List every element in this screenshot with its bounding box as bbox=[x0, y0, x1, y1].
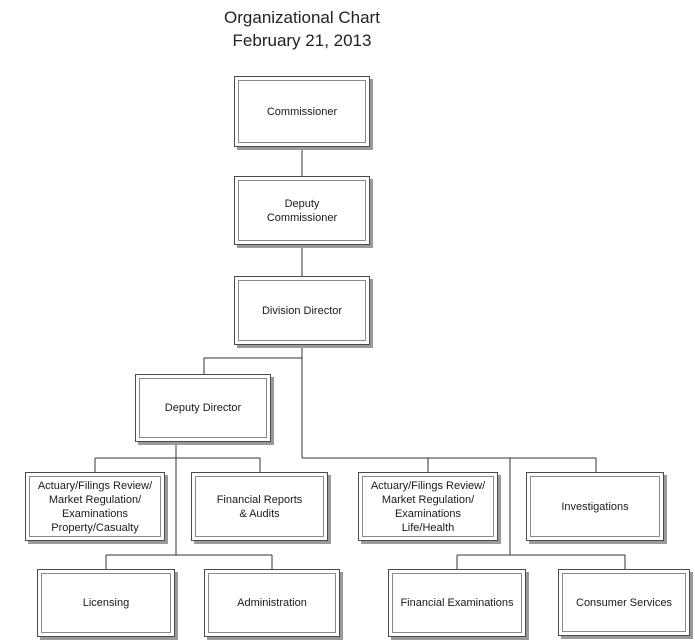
financial-reports-label: Financial Reports & Audits bbox=[216, 493, 303, 520]
consumer-services-label: Consumer Services bbox=[576, 596, 672, 609]
financial-examinations-box: Financial Examinations bbox=[388, 569, 526, 637]
actuary-property-casualty-label: Actuary/Filings Review/ Market Regulatio… bbox=[37, 479, 153, 534]
actuary-property-casualty-box: Actuary/Filings Review/ Market Regulatio… bbox=[25, 472, 165, 541]
deputy-director-box: Deputy Director bbox=[135, 374, 271, 442]
deputy-commissioner-box: Deputy Commissioner bbox=[234, 176, 370, 245]
consumer-services-box: Consumer Services bbox=[558, 569, 690, 636]
chart-title: Organizational Chart bbox=[224, 8, 380, 27]
licensing-box: Licensing bbox=[37, 569, 175, 637]
division-director-box: Division Director bbox=[234, 276, 370, 345]
actuary-life-health-box: Actuary/Filings Review/ Market Regulatio… bbox=[358, 472, 498, 541]
deputy-director-label: Deputy Director bbox=[164, 402, 242, 414]
commissioner-box: Commissioner bbox=[234, 76, 370, 147]
deputy-commissioner-label: Deputy Commissioner bbox=[266, 197, 338, 224]
commissioner-label: Commissioner bbox=[266, 105, 338, 118]
investigations-label: Investigations bbox=[561, 500, 629, 513]
licensing-label: Licensing bbox=[82, 597, 130, 609]
actuary-life-health-label: Actuary/Filings Review/ Market Regulatio… bbox=[370, 479, 486, 534]
investigations-box: Investigations bbox=[526, 472, 664, 541]
administration-box: Administration bbox=[204, 569, 340, 637]
division-director-label: Division Director bbox=[261, 304, 343, 317]
chart-date: February 21, 2013 bbox=[232, 31, 372, 50]
administration-label: Administration bbox=[237, 597, 307, 609]
financial-reports-box: Financial Reports & Audits bbox=[191, 472, 328, 541]
financial-examinations-label: Financial Examinations bbox=[400, 597, 514, 609]
